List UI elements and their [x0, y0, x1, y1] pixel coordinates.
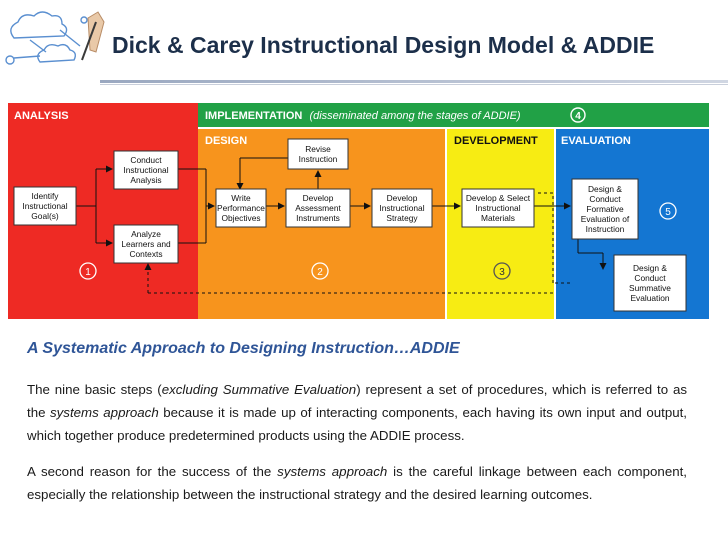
paragraph1-text-c: because it is made up of interacting com…	[27, 405, 687, 443]
box-summative	[613, 254, 687, 312]
box-write-line: Performance	[217, 203, 265, 213]
stage-number-2	[311, 262, 329, 280]
design-label: DESIGN	[205, 135, 247, 147]
cloud-sketch-illustration	[5, 11, 105, 65]
box-conduct-line: Conduct	[130, 155, 162, 165]
connector-lines	[76, 157, 607, 294]
box-write	[215, 188, 267, 228]
implementation-bar	[198, 103, 709, 128]
box-materials-line: Instructional	[475, 203, 520, 213]
box-strategy-line: Instructional	[379, 203, 424, 213]
paragraph1-emphasis-a: excluding Summative Evaluation	[161, 382, 357, 397]
paragraph2-text-b: is the careful linkage between each comp…	[27, 464, 687, 502]
section-subtitle: A Systematic Approach to Designing Instr…	[27, 340, 460, 357]
box-analyze-line: Analyze	[131, 229, 161, 239]
box-strategy-line: Strategy	[386, 213, 418, 223]
paragraph2-emphasis-a: systems approach	[277, 464, 388, 479]
slide-title: Dick & Carey Instructional Design Model …	[112, 32, 655, 58]
box-identify-line: Goal(s)	[31, 211, 59, 221]
box-write-line: Write	[231, 193, 251, 203]
stage-number-5	[659, 202, 677, 220]
box-assessment-line: Assessment	[295, 203, 341, 213]
paragraph1-emphasis-b: systems approach	[50, 405, 159, 420]
box-conduct-line: Analysis	[130, 175, 161, 185]
box-revise	[287, 138, 349, 170]
box-materials-line: Develop & Select	[466, 193, 531, 203]
paragraph1-text-b: ) represent a set of procedures, which i…	[27, 382, 687, 420]
analysis-label: ANALYSIS	[14, 110, 69, 122]
box-identify-line: Instructional	[22, 201, 67, 211]
stage-number-3	[493, 262, 511, 280]
paragraph-second-reason: A second reason for the success of the s…	[27, 460, 687, 506]
box-formative-line: Conduct	[589, 194, 621, 204]
box-summative-line: Summative	[629, 283, 671, 293]
box-identify	[13, 186, 77, 226]
box-analyze	[113, 224, 179, 264]
box-revise-line: Revise	[305, 144, 331, 154]
stage-number-5-text: 5	[665, 207, 671, 218]
box-assessment-line: Instruments	[296, 213, 340, 223]
box-materials	[461, 188, 535, 228]
paragraph-systems-approach: The nine basic steps (excluding Summativ…	[27, 378, 687, 447]
stage-number-1-text: 1	[85, 267, 91, 278]
title-underline-thin	[100, 84, 728, 85]
box-write-line: Objectives	[221, 213, 260, 223]
stage-number-2-text: 2	[317, 267, 323, 278]
box-conduct	[113, 150, 179, 190]
implementation-label: IMPLEMENTATION (disseminated among the s…	[205, 110, 521, 122]
box-formative-line: Formative	[586, 204, 624, 214]
box-assessment-line: Develop	[303, 193, 334, 203]
stage-number-1	[79, 262, 97, 280]
box-summative-line: Evaluation	[630, 293, 669, 303]
implementation-note: (disseminated among the stages of ADDIE)	[309, 110, 520, 122]
box-strategy-line: Develop	[387, 193, 418, 203]
box-strategy	[371, 188, 433, 228]
box-revise-line: Instruction	[299, 154, 338, 164]
box-materials-line: Materials	[481, 213, 515, 223]
development-label: DEVELOPMENT	[454, 135, 538, 147]
evaluation-label: EVALUATION	[561, 135, 631, 147]
box-summative-line: Design &	[633, 263, 667, 273]
box-formative	[571, 178, 639, 240]
stage-number-4	[570, 107, 586, 123]
process-boxes	[13, 138, 687, 312]
paragraph2-text-a: A second reason for the success of the	[27, 464, 278, 479]
stage-number-4-text: 4	[575, 111, 581, 122]
box-assessment	[285, 188, 351, 228]
box-formative-line: Evaluation of	[581, 214, 630, 224]
stage-number-3-text: 3	[499, 267, 505, 278]
box-formative-line: Instruction	[586, 224, 625, 234]
addie-diagram: ANALYSIS IMPLEMENTATION (disseminated am…	[8, 103, 709, 319]
box-conduct-line: Instructional	[123, 165, 168, 175]
box-analyze-line: Contexts	[129, 249, 162, 259]
paragraph1-text-a: The nine basic steps (	[27, 382, 162, 397]
box-formative-line: Design &	[588, 184, 622, 194]
implementation-title: IMPLEMENTATION	[205, 110, 302, 122]
title-underline	[100, 80, 728, 83]
box-analyze-line: Learners and	[121, 239, 171, 249]
box-identify-line: Identify	[31, 191, 59, 201]
box-summative-line: Conduct	[634, 273, 666, 283]
